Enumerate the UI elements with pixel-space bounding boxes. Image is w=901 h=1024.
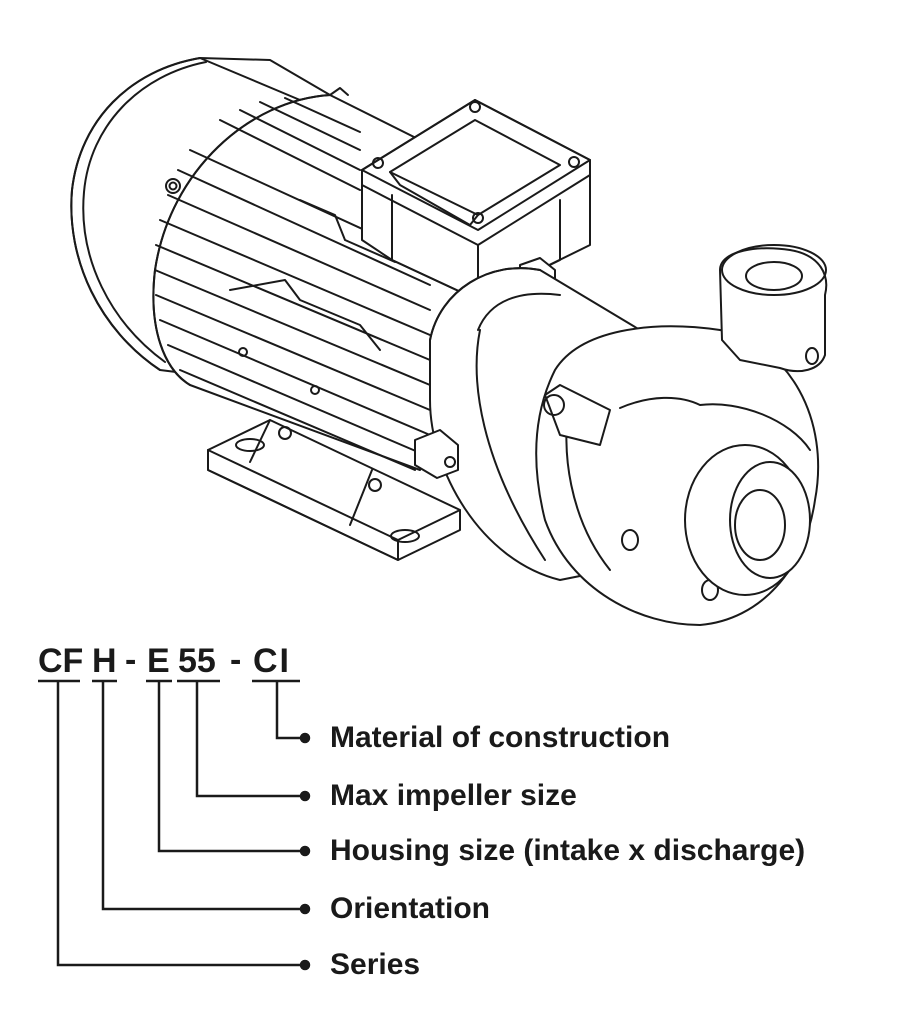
bullet-dot xyxy=(299,959,311,971)
bullet-dot xyxy=(299,845,311,857)
bullet-dot xyxy=(299,732,311,744)
connector-series xyxy=(56,681,305,967)
label-material: Material of construction xyxy=(330,721,671,754)
code-separator: - xyxy=(230,641,242,679)
suction-inlet xyxy=(684,444,811,596)
discharge-outlet xyxy=(719,244,828,373)
label-series: Series xyxy=(330,948,421,981)
connector-orientation xyxy=(101,681,305,911)
motor-base xyxy=(207,419,461,561)
code-material: CI xyxy=(253,642,291,680)
code-impeller: 55 xyxy=(178,642,216,680)
code-series: CF xyxy=(38,642,84,680)
bullet-dot xyxy=(299,790,311,802)
label-housing: Housing size (intake x discharge) xyxy=(330,834,806,867)
connector-impeller xyxy=(195,681,305,798)
code-housing: E xyxy=(147,642,170,680)
pump-illustration xyxy=(70,57,828,626)
connector-housing xyxy=(157,681,305,853)
label-impeller: Max impeller size xyxy=(330,779,577,812)
bullet-dot xyxy=(299,903,311,915)
label-orientation: Orientation xyxy=(330,892,491,925)
connector-material xyxy=(275,681,305,740)
code-orientation: H xyxy=(92,642,117,680)
code-separator: - xyxy=(125,641,137,679)
